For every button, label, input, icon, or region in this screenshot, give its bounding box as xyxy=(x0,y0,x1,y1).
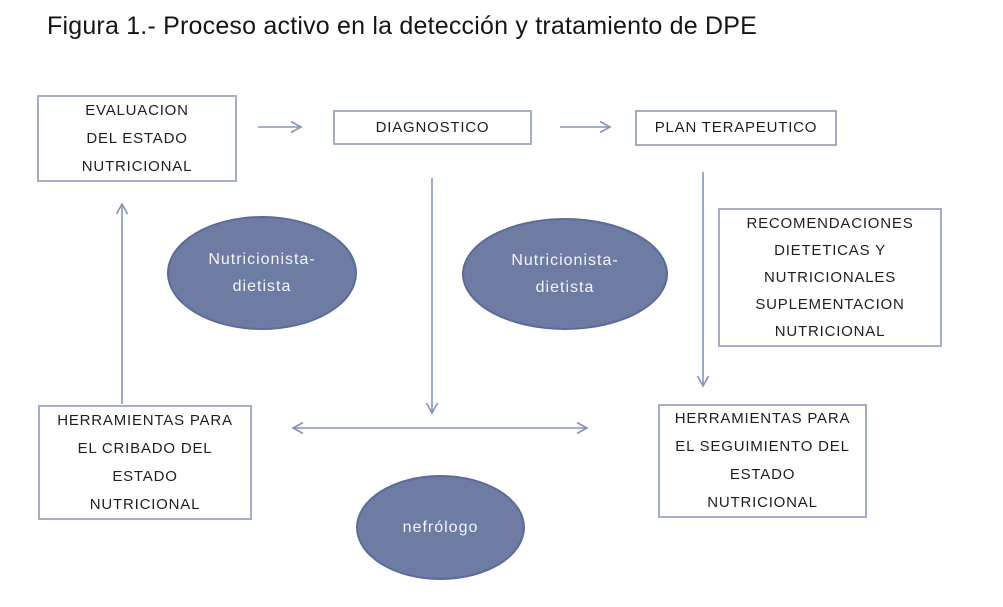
node-evaluacion-estado-nutricional: EVALUACION DEL ESTADO NUTRICIONAL xyxy=(37,95,237,182)
node-label-line: EL SEGUIMIENTO DEL xyxy=(675,438,850,455)
node-label-line: dietista xyxy=(232,278,292,295)
node-label-line: HERRAMIENTAS PARA xyxy=(57,411,233,429)
node-label-line: NUTRICIONAL xyxy=(774,323,886,340)
node-herramientas-seguimiento: HERRAMIENTAS PARA EL SEGUIMIENTO DEL EST… xyxy=(658,404,867,518)
node-label-line: DEL ESTADO xyxy=(86,129,188,147)
node-label-line: DIAGNOSTICO xyxy=(375,118,490,136)
node-herramientas-cribado: HERRAMIENTAS PARA EL CRIBADO DEL ESTADO … xyxy=(38,405,252,520)
node-label-line: RECOMENDACIONES xyxy=(746,215,914,232)
node-label-line: dietista xyxy=(535,279,595,296)
node-label-line: NUTRICIONALES xyxy=(763,269,897,286)
node-label-line: EL CRIBADO DEL xyxy=(77,439,213,457)
node-label-line: NUTRICIONAL xyxy=(89,495,201,513)
figure-title: Figura 1.- Proceso activo en la detecció… xyxy=(47,12,757,40)
node-nutricionista-dietista-left: Nutricionista- dietista xyxy=(167,216,357,330)
node-label-line: ESTADO xyxy=(729,466,796,483)
node-recomendaciones-dieteticas: RECOMENDACIONES DIETETICAS Y NUTRICIONAL… xyxy=(718,208,942,347)
node-label-line: SUPLEMENTACION xyxy=(755,296,905,313)
node-label-line: Nutricionista- xyxy=(511,252,619,269)
node-label-line: NUTRICIONAL xyxy=(707,494,818,511)
node-label-line: EVALUACION xyxy=(85,101,189,119)
node-label-line: NUTRICIONAL xyxy=(81,157,193,175)
node-nutricionista-dietista-right: Nutricionista- dietista xyxy=(462,218,668,330)
node-label-line: PLAN TERAPEUTICO xyxy=(654,119,818,136)
node-nefrologo: nefrólogo xyxy=(356,475,525,580)
node-label-line: HERRAMIENTAS PARA xyxy=(674,410,851,427)
node-label-line: ESTADO xyxy=(112,467,178,485)
node-diagnostico: DIAGNOSTICO xyxy=(333,110,532,145)
node-label-line: nefrólogo xyxy=(402,519,479,536)
node-plan-terapeutico: PLAN TERAPEUTICO xyxy=(635,110,837,146)
node-label-line: Nutricionista- xyxy=(208,251,316,268)
node-label-line: DIETETICAS Y xyxy=(774,242,886,259)
